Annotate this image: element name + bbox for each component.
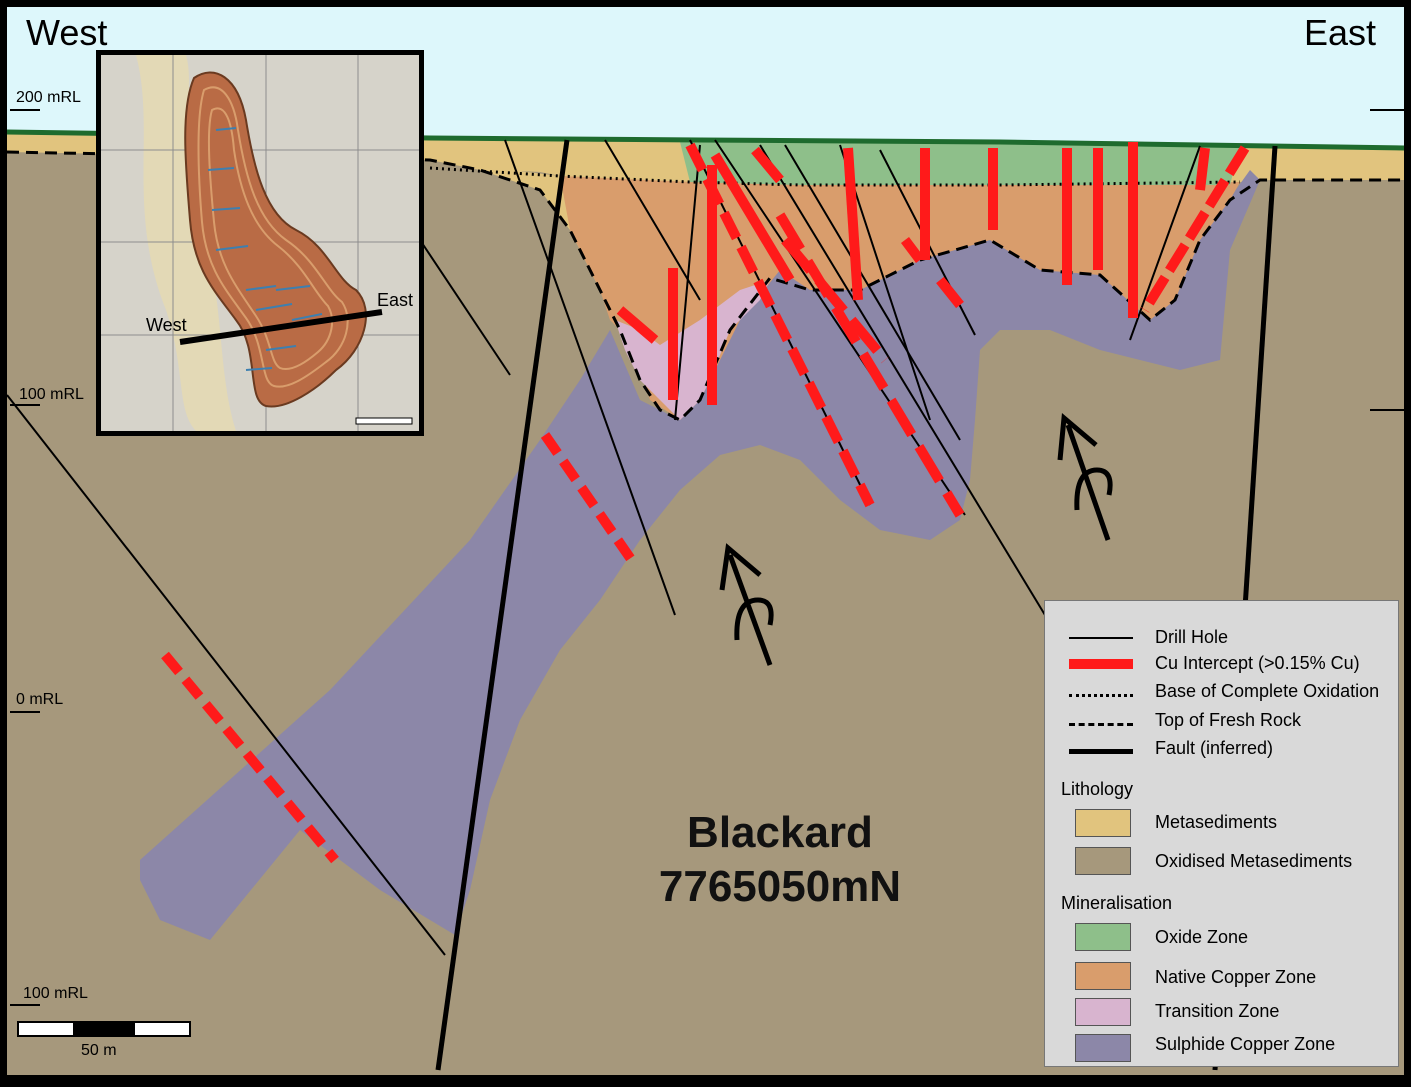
dashed-line-symbol bbox=[1069, 723, 1133, 726]
legend-item-metasediments: Metasediments bbox=[1045, 809, 1398, 839]
fold-arrow-icon bbox=[1057, 413, 1113, 541]
sulphide-copper-zone-swatch bbox=[1075, 1034, 1131, 1062]
section-title: Blackard 7765050mN bbox=[640, 806, 920, 914]
scale-bar bbox=[17, 1021, 191, 1037]
legend-label: Base of Complete Oxidation bbox=[1155, 681, 1380, 701]
metasediments-swatch bbox=[1075, 809, 1131, 837]
legend-item-cu-intercept: Cu Intercept (>0.15% Cu) bbox=[1045, 653, 1398, 679]
rl-label-0: 0 mRL bbox=[16, 691, 64, 708]
legend-label: Metasediments bbox=[1155, 812, 1278, 832]
legend-label: Oxidised Metasediments bbox=[1155, 851, 1353, 871]
legend-label: Cu Intercept (>0.15% Cu) bbox=[1155, 653, 1360, 673]
rl-label-200: 200 mRL bbox=[16, 89, 81, 106]
legend-item-fault: Fault (inferred) bbox=[1045, 738, 1398, 764]
fault-line bbox=[435, 139, 570, 1071]
legend-label: Transition Zone bbox=[1155, 1001, 1280, 1021]
fault-symbol bbox=[1069, 749, 1133, 754]
top-of-fresh-rock bbox=[6, 150, 1404, 422]
cu-intercept-symbol bbox=[1069, 659, 1133, 669]
native-copper-zone-swatch bbox=[1075, 962, 1131, 990]
mineralisation-heading: Mineralisation bbox=[1061, 893, 1173, 913]
scale-bar-label: 50 m bbox=[81, 1042, 117, 1059]
drill-hole-symbol bbox=[1069, 637, 1133, 639]
legend: Drill Hole Cu Intercept (>0.15% Cu) Base… bbox=[1044, 600, 1399, 1067]
legend-item-oxide-zone: Oxide Zone bbox=[1045, 923, 1398, 953]
section-title-line1: Blackard bbox=[687, 808, 873, 857]
inset-west-label: West bbox=[146, 315, 187, 335]
legend-item-drill-hole: Drill Hole bbox=[1045, 627, 1398, 653]
legend-label: Oxide Zone bbox=[1155, 927, 1249, 947]
transition-zone bbox=[615, 280, 770, 420]
inset-map: West East bbox=[96, 50, 424, 436]
legend-label: Drill Hole bbox=[1155, 627, 1229, 647]
rl-label-minus100: 100 mRL bbox=[23, 985, 88, 1002]
section-line bbox=[179, 309, 383, 345]
west-label: West bbox=[26, 12, 108, 53]
legend-label: Fault (inferred) bbox=[1155, 738, 1274, 758]
legend-item-fresh-rock: Top of Fresh Rock bbox=[1045, 710, 1398, 736]
legend-label: Sulphide Copper Zone bbox=[1155, 1034, 1336, 1054]
legend-item-native-copper-zone: Native Copper Zone bbox=[1045, 962, 1398, 992]
inset-east-label: East bbox=[377, 290, 414, 310]
transition-zone-swatch bbox=[1075, 998, 1131, 1026]
rl-label-100: 100 mRL bbox=[19, 386, 84, 403]
legend-item-oxidised-metasediments: Oxidised Metasediments bbox=[1045, 847, 1398, 877]
oxidised-metasediments-swatch bbox=[1075, 847, 1131, 875]
base-of-complete-oxidation bbox=[429, 166, 1241, 187]
oxide-zone-swatch bbox=[1075, 923, 1131, 951]
cu-intercepts bbox=[161, 142, 1250, 864]
section-title-line2: 7765050mN bbox=[658, 862, 902, 911]
legend-item-base-oxidation: Base of Complete Oxidation bbox=[1045, 681, 1398, 707]
dotted-line-symbol bbox=[1069, 694, 1133, 697]
legend-item-transition-zone: Transition Zone bbox=[1045, 998, 1398, 1028]
lithology-heading: Lithology bbox=[1061, 779, 1134, 799]
legend-label: Native Copper Zone bbox=[1155, 967, 1317, 987]
sulphide-copper-zone bbox=[140, 170, 1260, 940]
fold-arrow-icon bbox=[719, 543, 774, 666]
legend-label: Top of Fresh Rock bbox=[1155, 710, 1302, 730]
legend-item-sulphide-copper-zone: Sulphide Copper Zone bbox=[1045, 1034, 1398, 1064]
east-label: East bbox=[1304, 12, 1377, 53]
